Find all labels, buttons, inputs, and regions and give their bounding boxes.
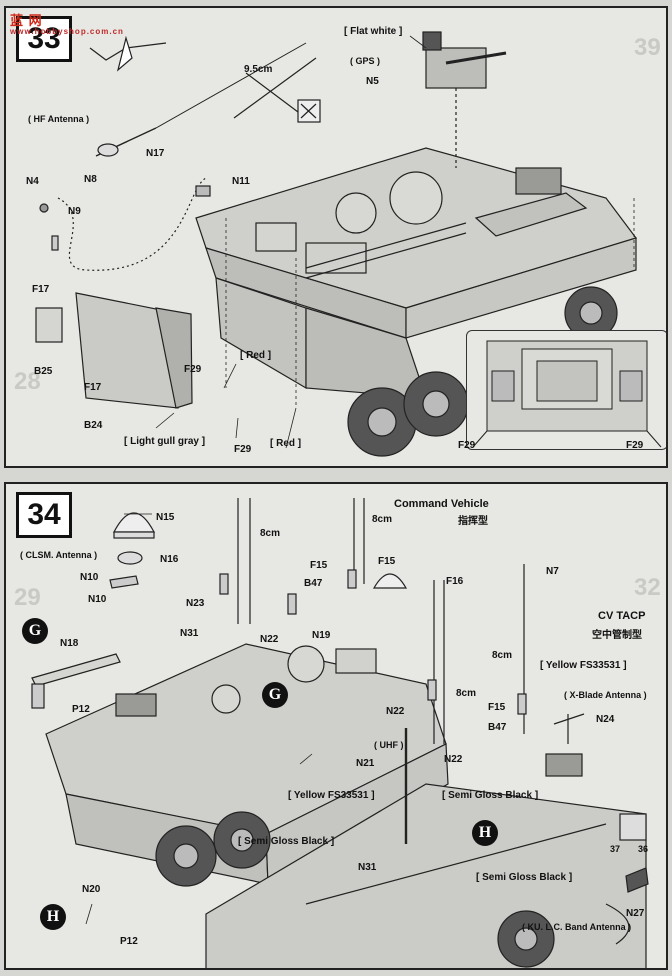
dimension-label: 8cm xyxy=(492,650,513,661)
paint-callout: [ Flat white ] xyxy=(344,26,403,37)
part-number: N9 xyxy=(68,206,81,217)
part-number: P12 xyxy=(72,704,90,715)
part-number: N4 xyxy=(26,176,39,187)
faded-step-marker: 32 xyxy=(634,574,661,601)
part-callout: ( CLSM. Antenna ) xyxy=(20,550,98,560)
part-number: N22 xyxy=(444,754,463,765)
part-number: F29 xyxy=(458,440,476,451)
faded-step-marker: 29 xyxy=(14,584,41,611)
part-callout: ( KU. L.C. Band Antenna ) xyxy=(522,922,632,932)
paint-callout: [ Semi Gloss Black ] xyxy=(442,790,539,801)
step-33-assembly-drawing xyxy=(35,31,637,457)
part-number: N31 xyxy=(180,628,199,639)
part-callout: ( UHF ) xyxy=(374,740,404,750)
part-callout: ( GPS ) xyxy=(350,56,381,66)
sub-assembly-marker: G xyxy=(22,618,48,644)
part-number: F15 xyxy=(488,702,506,713)
sub-assembly-marker: G xyxy=(262,682,288,708)
paint-callout: [ Red ] xyxy=(270,438,302,449)
part-number: N27 xyxy=(626,908,645,919)
part-number: B47 xyxy=(488,722,507,733)
part-number: N15 xyxy=(156,512,175,523)
part-number: F29 xyxy=(184,364,202,375)
rear-detail-inset xyxy=(466,330,666,450)
part-number: F17 xyxy=(84,382,102,393)
dimension-label: 8cm xyxy=(260,528,281,539)
part-number: N31 xyxy=(358,862,377,873)
dimension-label: 9.5cm xyxy=(244,64,273,75)
part-number: N24 xyxy=(596,714,615,725)
part-callout: ( X-Blade Antenna ) xyxy=(564,690,647,700)
dimension-label: 8cm xyxy=(372,514,393,525)
dimension-label: 8cm xyxy=(456,688,477,699)
variant-title: CV TACP xyxy=(598,610,646,622)
part-number: F17 xyxy=(32,284,50,295)
variant-title: Command Vehicle xyxy=(394,498,489,510)
part-number: N7 xyxy=(546,566,559,577)
step-number: 34 xyxy=(16,492,72,538)
part-number: N17 xyxy=(146,148,165,159)
part-number: N19 xyxy=(312,630,331,641)
part-number: B47 xyxy=(304,578,323,589)
part-number: N18 xyxy=(60,638,79,649)
part-number: F15 xyxy=(378,556,396,567)
part-number: F29 xyxy=(626,440,644,451)
paint-callout: [ Light gull gray ] xyxy=(124,436,206,447)
part-number: N21 xyxy=(356,758,375,769)
paint-callout: [ Red ] xyxy=(240,350,272,361)
part-number: B24 xyxy=(84,420,103,431)
paint-callout: [ Semi Gloss Black ] xyxy=(238,836,335,847)
part-number: N11 xyxy=(232,176,250,187)
faded-step-marker: 39 xyxy=(634,34,661,61)
part-number: F29 xyxy=(234,444,252,455)
part-number: N20 xyxy=(82,884,101,895)
rear-view-drawing xyxy=(472,340,662,448)
part-number: N10 xyxy=(80,572,99,583)
part-number: N5 xyxy=(366,76,379,87)
step-reference: 36 xyxy=(638,844,649,854)
paint-callout: [ Yellow FS33531 ] xyxy=(288,790,375,801)
part-number: F15 xyxy=(310,560,328,571)
sub-assembly-marker: H xyxy=(472,820,498,846)
part-number: N16 xyxy=(160,554,179,565)
paint-callout: [ Semi Gloss Black ] xyxy=(476,872,573,883)
part-number: N22 xyxy=(386,706,405,717)
part-number: N10 xyxy=(88,594,107,605)
variant-title-cn: 空中管制型 xyxy=(592,630,642,641)
part-number: B25 xyxy=(34,366,53,377)
variant-title-cn: 指挥型 xyxy=(458,516,488,527)
site-watermark: 蓝 网 www.hobbyshop.com.cn xyxy=(10,10,124,36)
watermark-url: www.hobbyshop.com.cn xyxy=(10,27,124,36)
part-callout: ( HF Antenna ) xyxy=(28,114,90,124)
step-34-assembly-drawing xyxy=(31,498,649,968)
part-number: P12 xyxy=(120,936,138,947)
part-number: N22 xyxy=(260,634,279,645)
paint-callout: [ Yellow FS33531 ] xyxy=(540,660,627,671)
sub-assembly-marker: H xyxy=(40,904,66,930)
step-34-panel: 32 29 xyxy=(4,482,668,970)
step-reference: 37 xyxy=(610,844,621,854)
part-number: N23 xyxy=(186,598,205,609)
faded-step-marker: 28 xyxy=(14,368,41,395)
step-number: 33 xyxy=(16,16,72,62)
part-number: F16 xyxy=(446,576,464,587)
watermark-text: 蓝 网 xyxy=(10,13,43,28)
step-33-panel: 39 28 xyxy=(4,6,668,468)
part-number: N8 xyxy=(84,174,97,185)
